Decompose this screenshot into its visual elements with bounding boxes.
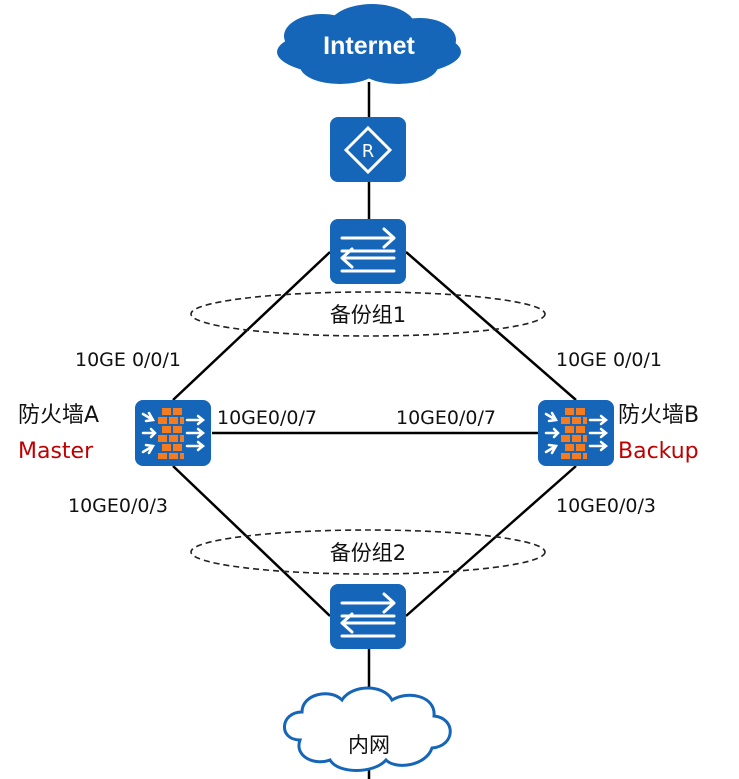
cloud-icon <box>283 686 452 772</box>
link-switch-top-firewall-a <box>172 251 331 401</box>
switch-top-node <box>330 219 406 284</box>
link-switch-top-firewall-b <box>405 251 577 401</box>
backup-group-2-label: 备份组2 <box>330 541 406 565</box>
firewall-b-name: 防火墙B <box>618 403 699 428</box>
intranet-node: 内网 <box>283 686 452 772</box>
port-label-fw-b-down: 10GE0/0/3 <box>556 495 656 517</box>
firewall-a-name: 防火墙A <box>18 403 99 428</box>
router-node: R <box>330 117 406 182</box>
firewall-a-node: 防火墙A Master <box>18 400 211 466</box>
backup-group-2-ellipse <box>190 529 546 575</box>
firewall-b-role: Backup <box>618 439 699 464</box>
backup-group-1-label-bg <box>312 300 424 328</box>
router-glyph: R <box>362 141 375 162</box>
backup-group-1: 备份组1 <box>190 291 546 337</box>
backup-group-1-label: 备份组1 <box>330 303 406 327</box>
router-icon <box>330 117 406 182</box>
link-firewall-a-switch-bottom <box>172 465 331 617</box>
port-label-fw-a-down: 10GE0/0/3 <box>68 495 168 517</box>
port-labels: 10GE 0/0/1 10GE 0/0/1 10GE0/0/7 10GE0/0/… <box>68 349 662 517</box>
firewall-a-role: Master <box>18 439 94 464</box>
backup-group-2: 备份组2 <box>190 529 546 575</box>
links <box>172 82 577 779</box>
port-label-fw-a-heartbeat: 10GE0/0/7 <box>217 407 317 429</box>
link-firewall-b-switch-bottom <box>405 465 577 617</box>
internet-node: Internet <box>277 4 461 84</box>
port-label-fw-a-up: 10GE 0/0/1 <box>75 349 181 371</box>
port-label-fw-b-heartbeat: 10GE0/0/7 <box>396 407 496 429</box>
intranet-label: 内网 <box>348 733 390 757</box>
port-label-fw-b-up: 10GE 0/0/1 <box>556 349 662 371</box>
backup-group-2-label-bg <box>312 538 424 566</box>
cloud-icon <box>277 4 461 84</box>
switch-bottom-node <box>330 584 406 649</box>
backup-group-1-ellipse <box>190 291 546 337</box>
internet-label: Internet <box>323 32 415 60</box>
firewall-b-node: 防火墙B Backup <box>538 400 699 466</box>
